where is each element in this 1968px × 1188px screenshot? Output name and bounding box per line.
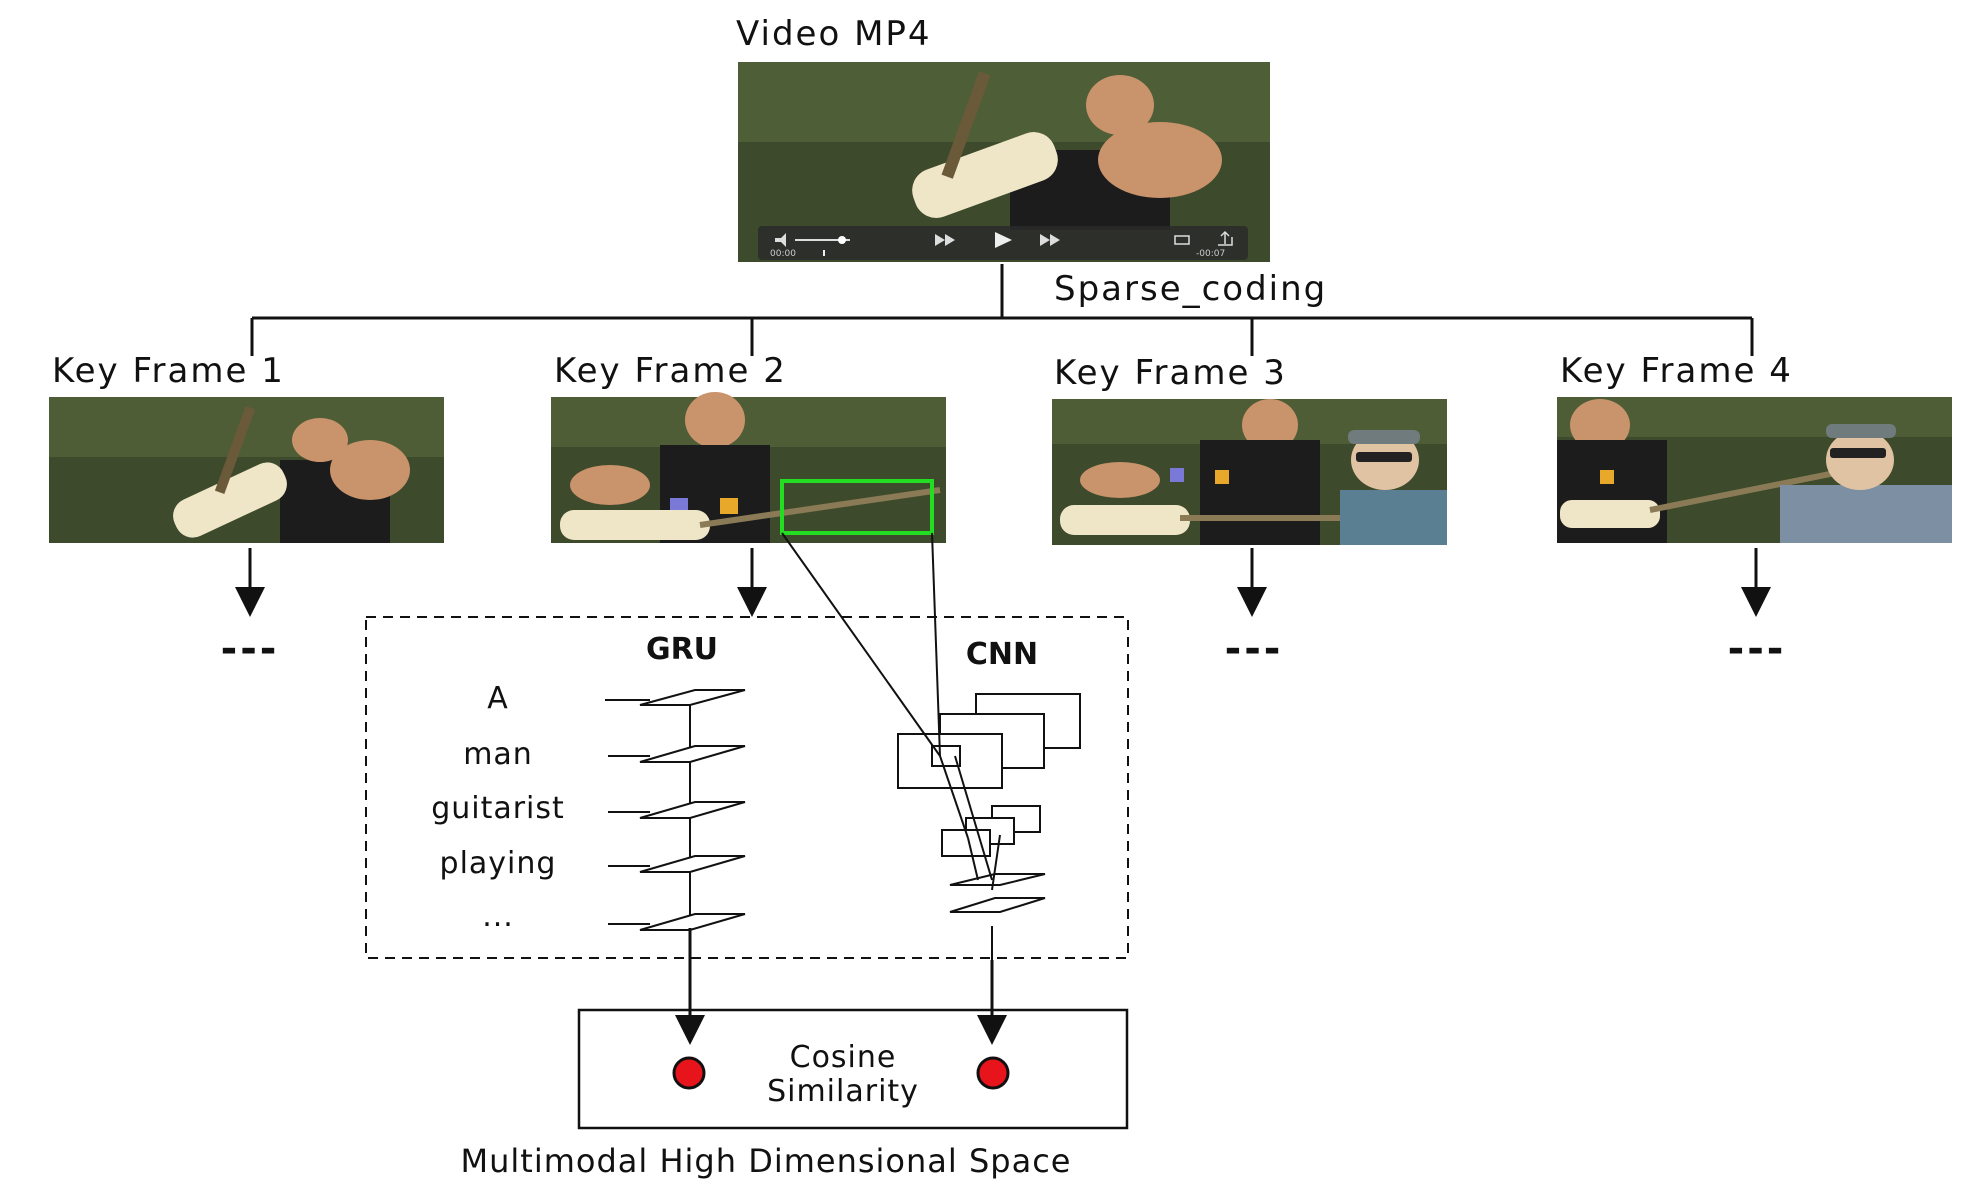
roi-box (780, 479, 934, 535)
key-frame-label-1: Key Frame 1 (52, 351, 285, 391)
gru-word: man (463, 737, 533, 772)
cnn-label: CNN (966, 637, 1038, 672)
key-frame-2-image (551, 392, 946, 543)
key-frame-4-image (1557, 397, 1952, 543)
roi-projection-lines (781, 532, 1001, 891)
sparse-coding-label: Sparse_coding (1054, 269, 1327, 309)
video-player[interactable]: 00:00 -00:07 (738, 62, 1270, 262)
key-frame-label-4: Key Frame 4 (1560, 351, 1793, 391)
gru-word: A (487, 681, 509, 716)
gru-cells (605, 689, 746, 931)
play-icon[interactable] (995, 232, 1012, 248)
gru-words: A man guitarist playing ... (431, 681, 565, 934)
gru-word: guitarist (431, 791, 565, 826)
rewind-icon[interactable] (935, 234, 955, 246)
similarity-box (577, 1008, 1129, 1130)
key-frame-label-2: Key Frame 2 (554, 351, 787, 391)
volume-knob[interactable] (838, 236, 846, 244)
share-icon[interactable] (1218, 230, 1233, 246)
ellipsis-frame-4: --- (1728, 626, 1787, 672)
similarity-line-1: Cosine (790, 1040, 897, 1075)
similarity-line-2: Similarity (767, 1074, 919, 1109)
key-frame-1-image (49, 397, 444, 543)
video-embedding-dot (976, 1056, 1010, 1090)
space-label: Multimodal High Dimensional Space (461, 1142, 1072, 1180)
time-end: -00:07 (1196, 249, 1225, 259)
encoder-box (365, 616, 1129, 959)
gru-word: ... (482, 899, 514, 934)
fullscreen-icon[interactable] (1174, 235, 1190, 245)
key-frame-3-image (1052, 399, 1447, 545)
gru-word: playing (440, 846, 557, 881)
ellipsis-frame-1: --- (221, 626, 280, 672)
gru-label: GRU (646, 632, 718, 667)
tree-connectors (250, 264, 1754, 356)
text-embedding-dot (672, 1056, 706, 1090)
fast-forward-icon[interactable] (1040, 234, 1060, 246)
output-arrows (675, 928, 1007, 1045)
ellipsis-frame-3: --- (1225, 626, 1284, 672)
time-start: 00:00 (770, 249, 796, 259)
key-frame-label-3: Key Frame 3 (1054, 353, 1287, 393)
volume-icon[interactable] (775, 233, 786, 247)
frame-arrows (235, 548, 1771, 617)
video-title: Video MP4 (736, 14, 932, 54)
